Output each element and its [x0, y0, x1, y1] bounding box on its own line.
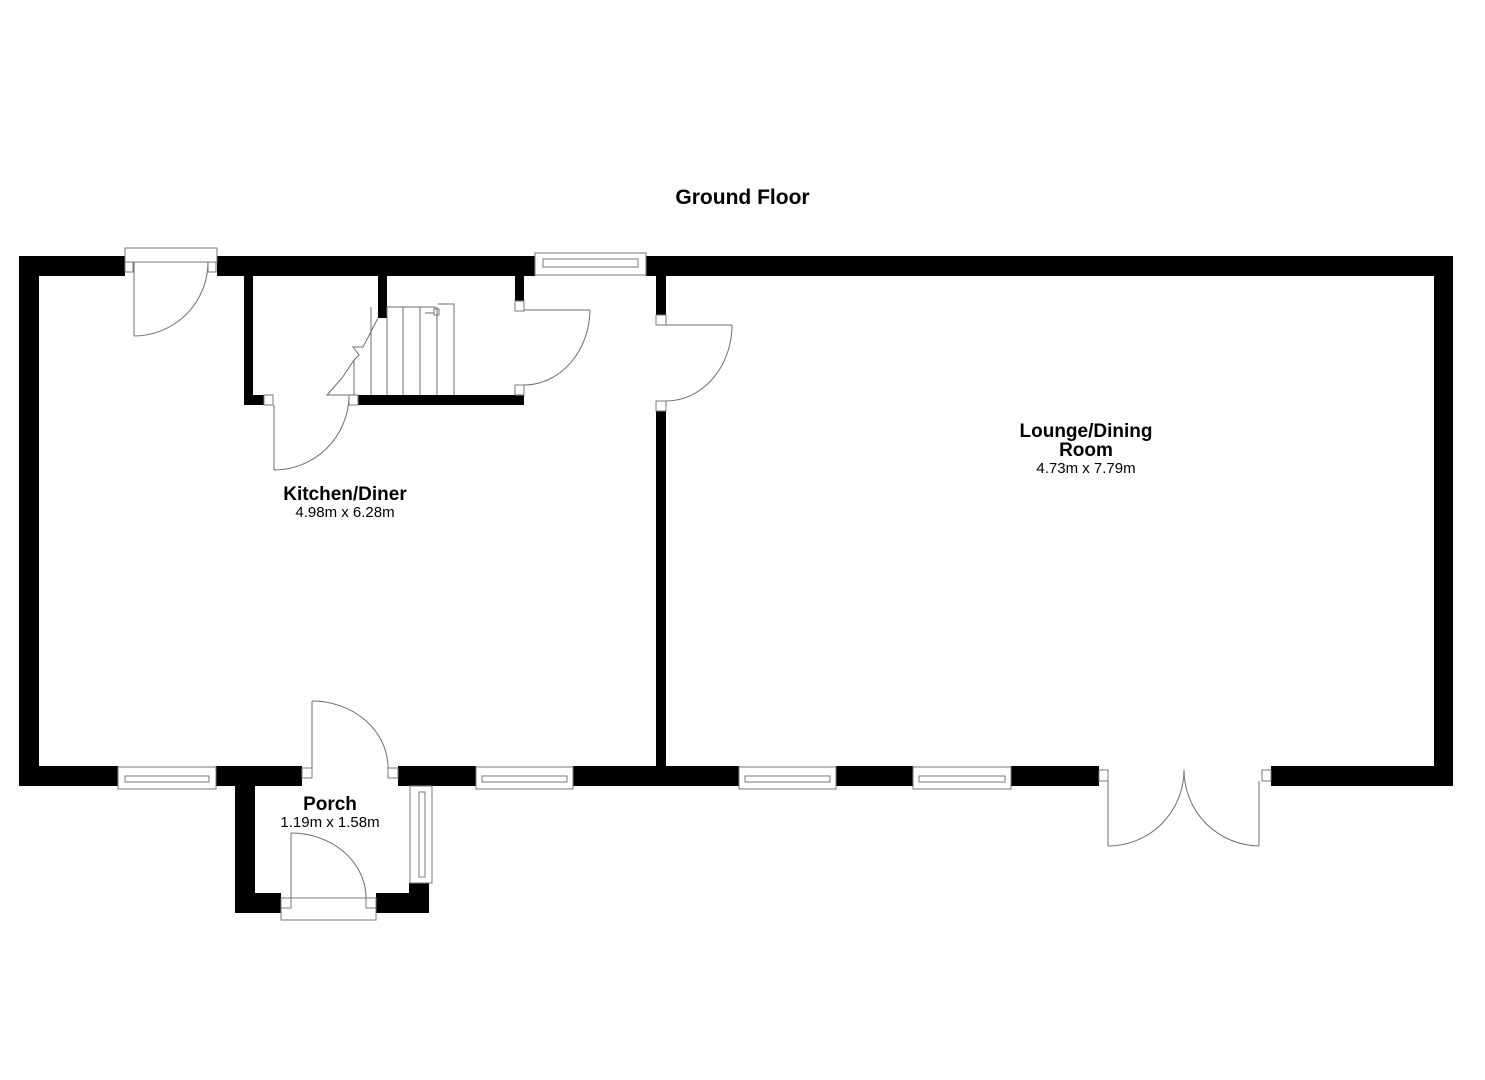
french-doors-lounge	[1098, 769, 1272, 847]
room-name: Porch	[303, 794, 357, 815]
porch-walls	[235, 776, 429, 913]
window-bottom-kitchen-right	[475, 766, 574, 790]
room-dimensions: 1.19m x 1.58m	[280, 814, 380, 831]
room-dimensions: 4.98m x 6.28m	[295, 504, 395, 521]
room-dimensions: 4.73m x 7.79m	[1036, 460, 1136, 477]
room-label-lounge-dining-room: Lounge/Dining Room 4.73m x 7.79m	[966, 422, 1206, 476]
window-top-kitchen	[534, 252, 647, 276]
door-cupboard	[514, 300, 591, 396]
doors	[124, 247, 1272, 921]
windows	[117, 252, 1012, 884]
staircase	[325, 303, 455, 396]
interior-walls	[244, 276, 666, 771]
door-porch-front	[280, 832, 377, 921]
room-name: Kitchen/Diner	[283, 484, 407, 505]
room-label-kitchen-diner: Kitchen/Diner 4.98m x 6.28m	[245, 485, 445, 520]
window-bottom-kitchen-left	[117, 766, 217, 790]
room-label-porch: Porch 1.19m x 1.58m	[250, 795, 410, 830]
door-closet	[263, 394, 359, 471]
room-name-line1: Lounge/Dining	[1019, 421, 1153, 442]
door-back-top	[124, 247, 218, 337]
window-porch-side	[409, 785, 433, 884]
window-bottom-lounge-2	[912, 766, 1012, 790]
room-name-line2: Room	[1059, 440, 1113, 461]
door-lounge	[655, 314, 733, 412]
floor-title: Ground Floor	[675, 186, 810, 209]
door-porch-inner	[301, 700, 399, 779]
exterior-walls	[19, 256, 1453, 786]
window-bottom-lounge-1	[738, 766, 837, 790]
